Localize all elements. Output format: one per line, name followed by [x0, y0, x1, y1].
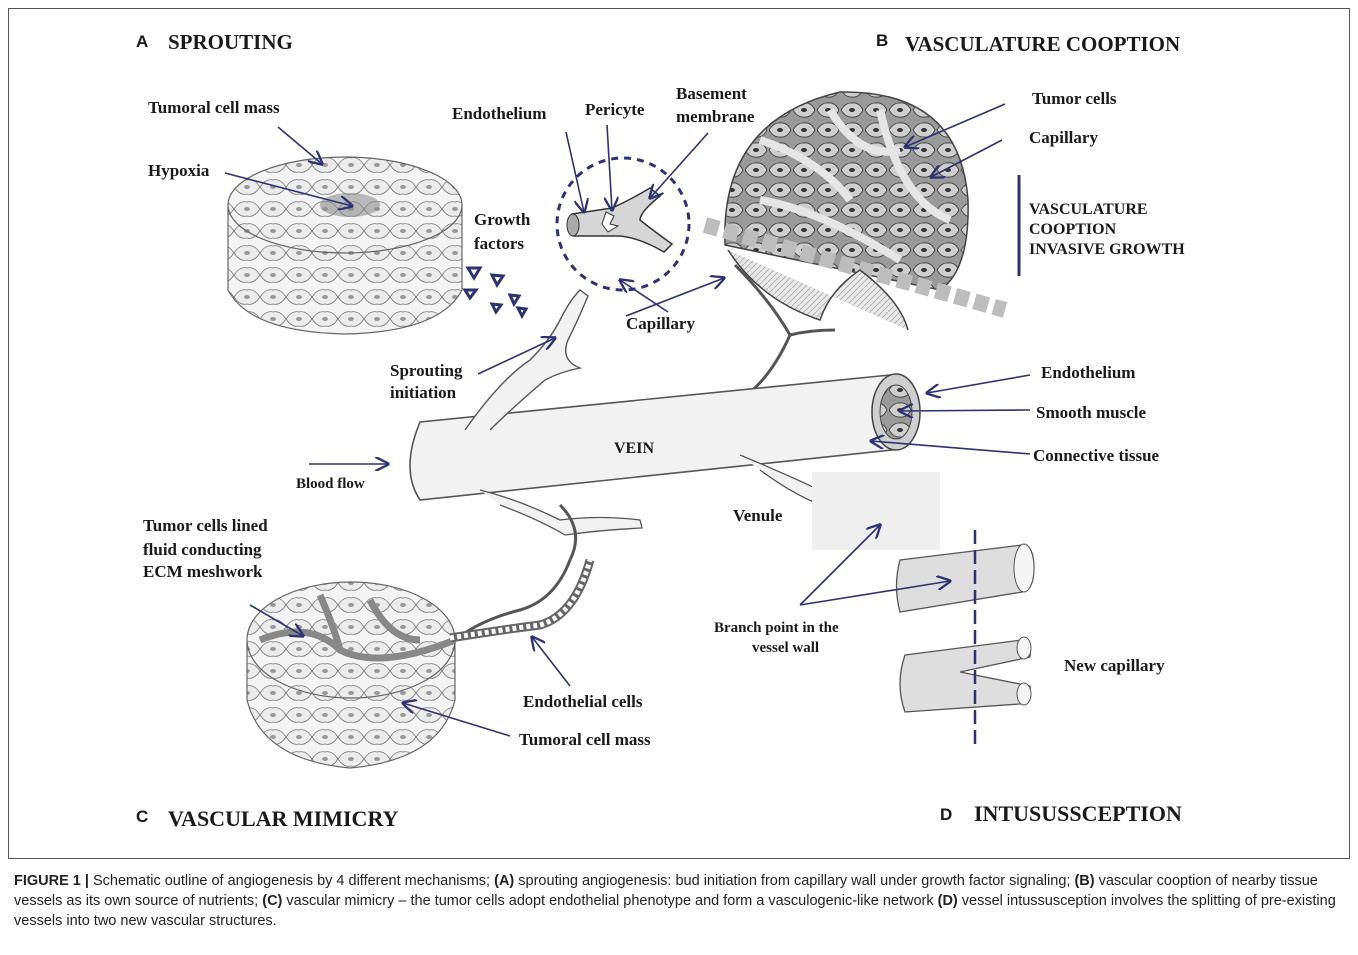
label-endothelium-right: Endothelium	[1041, 363, 1135, 382]
label-vein: VEIN	[614, 440, 654, 457]
label-tumor-lined-3: ECM meshwork	[143, 562, 263, 581]
label-new-capillary: New capillary	[1064, 656, 1165, 675]
intussusception-illustration	[897, 530, 1035, 745]
label-smooth-muscle: Smooth muscle	[1036, 403, 1146, 422]
tumor-mass-b-illustration	[705, 92, 1005, 400]
label-tumor-lined-2: fluid conducting	[143, 540, 262, 559]
label-venule: Venule	[733, 506, 783, 525]
label-invasive-3: INVASIVE GROWTH	[1029, 241, 1185, 258]
caption-text-1: Schematic outline of angiogenesis by 4 d…	[89, 873, 494, 889]
figure-caption: FIGURE 1 | Schematic outline of angiogen…	[14, 871, 1344, 931]
label-tumoral-cell-mass-bottom: Tumoral cell mass	[519, 730, 651, 749]
panel-c-title: VASCULAR MIMICRY	[168, 806, 399, 831]
panel-b-letter: B	[876, 31, 888, 50]
label-connective-tissue: Connective tissue	[1033, 446, 1160, 465]
arrow-endothelial-cells	[532, 637, 570, 686]
panel-a-letter: A	[136, 32, 148, 51]
label-branch-point-2: vessel wall	[752, 640, 819, 656]
caption-a: (A)	[494, 873, 514, 889]
label-pericyte: Pericyte	[585, 100, 645, 119]
label-capillary-b: Capillary	[1029, 128, 1098, 147]
label-invasive-1: VASCULATURE	[1029, 201, 1148, 218]
caption-b: (B)	[1074, 873, 1094, 889]
label-tumor-cells-b: Tumor cells	[1032, 89, 1117, 108]
label-blood-flow: Blood flow	[296, 476, 365, 492]
arrow-endothelium-right	[927, 375, 1030, 393]
arrow-capillary-right	[626, 278, 724, 316]
panel-d-letter: D	[940, 805, 952, 824]
panel-a-title: SPROUTING	[168, 30, 293, 54]
label-basement-1: Basement	[676, 84, 747, 103]
label-growth-factors-2: factors	[474, 234, 524, 253]
arrow-basement	[650, 133, 708, 198]
growth-factor-particles	[465, 268, 526, 316]
label-branch-point-1: Branch point in the	[714, 620, 839, 636]
label-invasive-2: COOPTION	[1029, 221, 1117, 238]
vein-illustration	[410, 290, 922, 640]
arrow-tumoral-mass-top	[278, 127, 322, 164]
panel-d-title: INTUSUSSCEPTION	[974, 801, 1182, 826]
label-sprouting-1: Sprouting	[390, 361, 463, 380]
panel-b-title: VASCULATURE COOPTION	[905, 32, 1180, 56]
label-basement-2: membrane	[676, 107, 755, 126]
caption-text-4: vascular mimicry – the tumor cells adopt…	[282, 893, 937, 909]
label-hypoxia: Hypoxia	[148, 161, 210, 180]
label-growth-factors-1: Growth	[474, 210, 531, 229]
branch-point-box	[812, 472, 940, 550]
label-capillary-mid: Capillary	[626, 314, 695, 333]
label-endothelial-cells: Endothelial cells	[523, 692, 643, 711]
label-endothelium-top: Endothelium	[452, 104, 546, 123]
caption-d: (D)	[938, 893, 958, 909]
panel-c-letter: C	[136, 807, 148, 826]
caption-figure-number: FIGURE 1 |	[14, 873, 89, 889]
label-tumoral-cell-mass-top: Tumoral cell mass	[148, 98, 280, 117]
caption-text-2: sprouting angiogenesis: bud initiation f…	[514, 873, 1074, 889]
arrow-smooth-muscle	[900, 410, 1030, 411]
label-tumor-lined-1: Tumor cells lined	[143, 516, 268, 535]
arrow-capillary-left	[620, 280, 668, 312]
label-sprouting-2: initiation	[390, 383, 457, 402]
caption-c: (C)	[262, 893, 282, 909]
arrow-pericyte	[607, 125, 612, 210]
